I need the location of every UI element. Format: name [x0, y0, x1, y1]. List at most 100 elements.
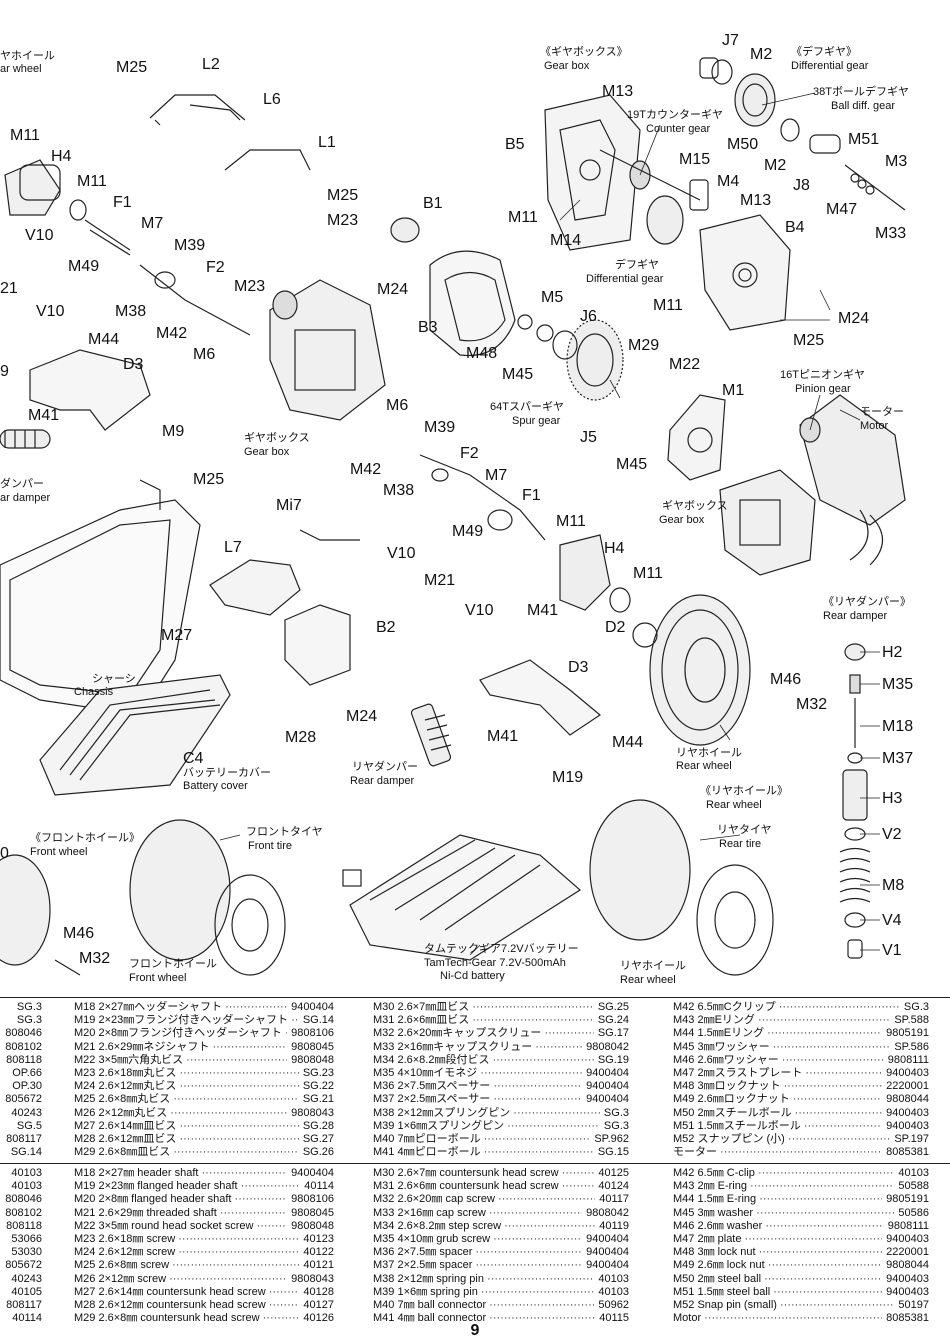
lower-arm-front-d3 [29, 349, 151, 431]
part-label-m23: M23 [327, 212, 359, 229]
part-description: M36 2×7.5㎜ spacer [373, 1246, 582, 1259]
part-code: 9400404 [586, 1066, 629, 1079]
part-label-m33: M33 [875, 225, 907, 242]
parts-row: M49 2.6㎜ lock nut9808044 [673, 1259, 929, 1272]
part-code: 9400404 [586, 1080, 629, 1093]
part-code: 40243 [11, 1106, 42, 1119]
part-description: M37 2×2.5㎜スペーサー [373, 1093, 582, 1106]
front-damper-jp-label: ダンパー [0, 478, 44, 490]
part-label-m11: M11 [653, 297, 683, 314]
part-code: 9808048 [291, 1219, 334, 1232]
parts-row: M35 4×10㎜イモネジ9400404 [373, 1067, 629, 1080]
part-description: M29 2.6×8㎜皿ビス [74, 1146, 299, 1159]
part-label-m47: M47 [826, 201, 858, 218]
part-label-m29: M29 [628, 337, 660, 354]
part-label-m51: M51 [848, 131, 880, 148]
part-description: M45 3㎜ washer [673, 1207, 894, 1220]
part-description: M34 2.6×8.2㎜ step screw [373, 1220, 595, 1233]
exploded-assembly-diagram: ヤホイール ar wheel M25 L2 L6 M11 H4 L1 M11 F… [0, 33, 914, 986]
rear-damper-mid [410, 703, 452, 767]
part-label-v10: V10 [465, 602, 494, 619]
gearbox-small-jp-label: ギヤボックス [662, 500, 728, 512]
part-code: SG.19 [597, 1053, 629, 1066]
motor-plate-m1 [667, 394, 726, 481]
part-code: SG.26 [302, 1146, 334, 1159]
part-description: M32 2.6×20㎜キャップスクリュー [373, 1027, 594, 1040]
parts-row: 808117 [0, 1299, 42, 1312]
part-label-l2: L2 [202, 56, 220, 73]
part-label-f2: F2 [206, 259, 225, 276]
gearbox-section-title-en: Gear box [544, 60, 590, 72]
parts-column-en-3: M42 6.5㎜ C-clip40103M43 2㎜ E-ring50588M4… [673, 1167, 929, 1325]
parts-row: M46 2.6㎜ワッシャー9808111 [673, 1054, 929, 1067]
parts-row: M43 2㎜EリングSP.588 [673, 1014, 929, 1027]
part-code: 40103 [11, 1180, 42, 1193]
battery-cover-c4 [39, 674, 231, 796]
part-label-m8: M8 [882, 877, 905, 894]
part-code: 40114 [304, 1180, 334, 1193]
part-label-m46: M46 [63, 925, 95, 942]
part-description: M29 2.6×8㎜ countersunk head screw [74, 1312, 299, 1325]
front-wheel-jp-label: ヤホイール [0, 50, 55, 62]
parts-row: M51 1.5㎜ steel ball9400403 [673, 1286, 929, 1299]
part-description: M49 2.6㎜ lock nut [673, 1259, 882, 1272]
part-label-m11: M11 [508, 209, 538, 226]
parts-row: M26 2×12㎜ screw9808043 [74, 1273, 334, 1286]
part-description: M32 2.6×20㎜ cap screw [373, 1193, 595, 1206]
spur-gear-en-label: Spur gear [512, 415, 561, 427]
parts-row: OP.30 [0, 1080, 42, 1093]
diff-gear-jp-label: デフギヤ [615, 259, 659, 271]
part-code: 808046 [5, 1027, 42, 1040]
part-description [0, 1167, 11, 1180]
part-description: M31 2.6×6㎜ countersunk head screw [373, 1180, 594, 1193]
part-code: 40124 [598, 1180, 629, 1193]
part-description: M27 2.6×14㎜ countersunk head screw [74, 1286, 299, 1299]
part-code: 9400404 [586, 1259, 629, 1272]
drive-shaft-front [89, 229, 251, 336]
part-description: M41 4㎜ ball connector [373, 1312, 595, 1325]
part-code: 40121 [303, 1259, 334, 1272]
pinion-gear-en-label: Pinion gear [795, 383, 851, 395]
part-label-h4: H4 [604, 540, 625, 557]
part-label-m35: M35 [882, 676, 914, 693]
part-label-v10: V10 [36, 303, 65, 320]
part-label-m25: M25 [793, 332, 825, 349]
parts-row: M52 Snap pin (small)50197 [673, 1299, 929, 1312]
part-code: 40128 [303, 1285, 334, 1298]
part-code: 40119 [599, 1219, 629, 1232]
part-label-v1: V1 [882, 942, 902, 959]
part-code: SG.3 [603, 1119, 629, 1132]
part-code: 9400404 [586, 1093, 629, 1106]
diff-section-title-jp: 《デフギヤ》 [791, 46, 857, 58]
parts-row: 53030 [0, 1246, 42, 1259]
part-code: 40103 [598, 1272, 629, 1285]
part-label-m24: M24 [838, 310, 870, 327]
rear-lower-arm-d3 [479, 659, 602, 736]
part-description: M42 6.5㎜ C-clip [673, 1167, 894, 1180]
part-code: SP.586 [894, 1040, 929, 1053]
rear-wheel-section-title-jp: 《リヤホイール》 [700, 785, 788, 797]
part-code: 40125 [598, 1167, 629, 1179]
parts-row: 40114 [0, 1312, 42, 1325]
part-description [0, 1273, 11, 1286]
part-code: 50962 [598, 1298, 629, 1311]
part-label-m42: M42 [156, 325, 188, 342]
part-label-m32: M32 [796, 696, 828, 713]
part-code: OP.66 [12, 1066, 42, 1079]
parts-row: M30 2.6×7㎜ countersunk head screw40125 [373, 1167, 629, 1180]
part-label-m25: M25 [193, 471, 225, 488]
parts-row: M18 2×27㎜ヘッダーシャフト9400404 [74, 1001, 334, 1014]
part-description: M23 2.6×18㎜ screw [74, 1233, 299, 1246]
part-label-b4: B4 [785, 219, 805, 236]
part-label-f1: F1 [113, 194, 132, 211]
part-code: 808118 [6, 1053, 42, 1066]
part-description: M38 2×12㎜スプリングピン [373, 1107, 600, 1120]
part-drawings [0, 57, 906, 976]
part-description: M35 4×10㎜ grub screw [373, 1233, 582, 1246]
parts-row: M45 3㎜ washer50586 [673, 1207, 929, 1220]
parts-row: 40243 [0, 1107, 42, 1120]
part-code: 9805191 [886, 1027, 929, 1040]
rear-wheel-assembly-bottom [589, 799, 774, 976]
part-label-m25: M25 [116, 59, 148, 76]
part-label-d2: D2 [605, 619, 626, 636]
